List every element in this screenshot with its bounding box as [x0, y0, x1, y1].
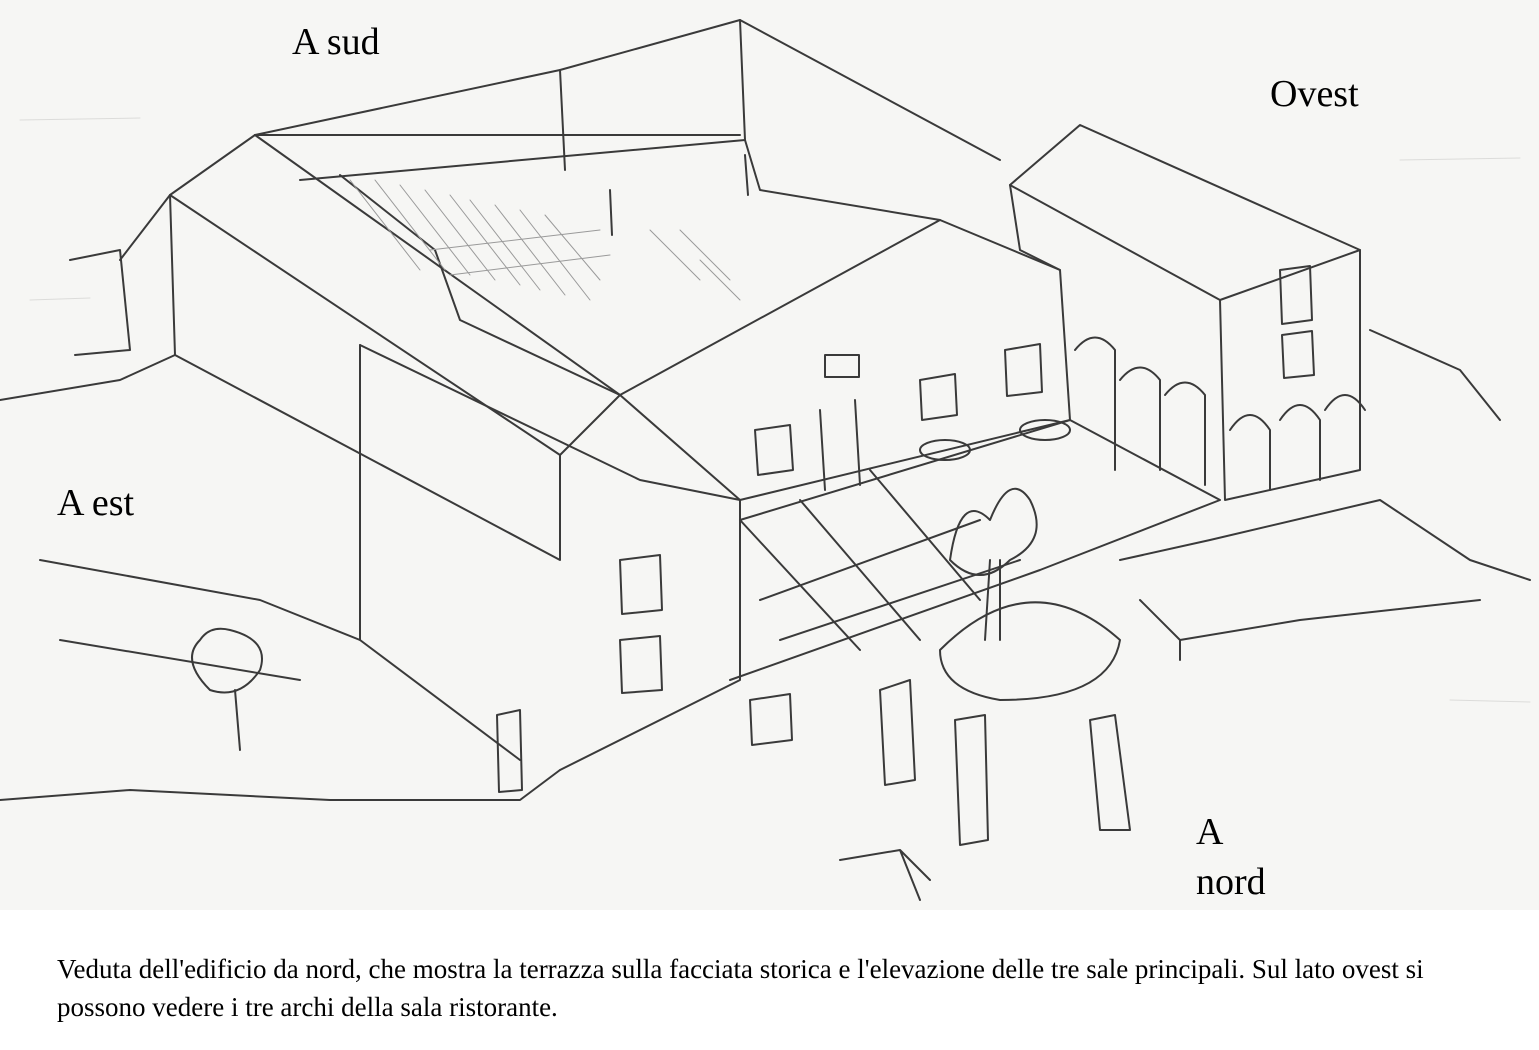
courtyard-hatching [349, 179, 741, 301]
east-garden [0, 249, 561, 801]
label-south: A sud [292, 21, 380, 63]
label-north-line2: nord [1196, 861, 1266, 903]
terrace [729, 419, 1221, 846]
label-east: A est [57, 482, 135, 524]
west-block [1009, 124, 1366, 501]
building-sketch [0, 19, 1531, 901]
east-wing [119, 134, 741, 561]
figure-caption: Veduta dell'edificio da nord, che mostra… [57, 954, 1424, 1022]
south-wing [254, 19, 1001, 396]
label-west: Ovest [1270, 73, 1359, 115]
paper-texture [19, 117, 1531, 703]
central-block [359, 219, 1071, 793]
label-north-line1: A [1196, 811, 1224, 853]
north-walls [839, 329, 1531, 901]
sketch-drawing [0, 0, 1539, 910]
